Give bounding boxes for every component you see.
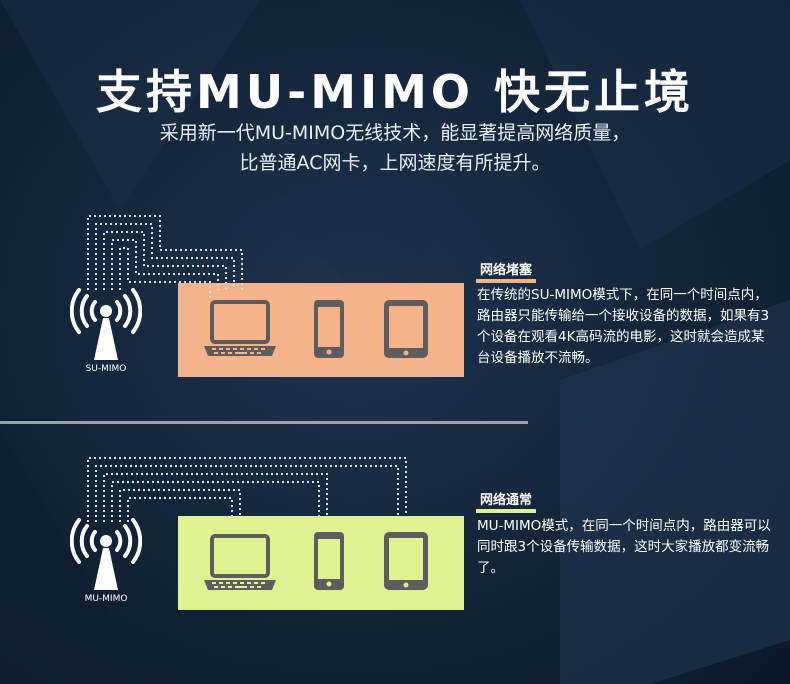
laptop-icon [204,300,276,356]
wifi-tower-icon [70,518,142,590]
phone-icon [314,532,344,590]
network-congestion-tag: 网络堵塞 [476,259,537,283]
mu-mimo-description: MU-MIMO模式，在同一个时间点内，路由器可以同时跟3个设备传输数据，这时大家… [477,518,771,576]
su-mimo-tower-label: SU-MIMO [85,364,127,374]
subtitle-line-2: 比普通AC网卡，上网速度有所提升。 [239,152,551,174]
network-smooth-tag: 网络通常 [476,489,537,513]
phone-icon [314,300,344,358]
page-subtitle: 采用新一代MU-MIMO无线技术，能显著提高网络质量， 比普通AC网卡，上网速度… [0,118,790,178]
page-title: 支持MU-MIMO 快无止境 [95,65,694,119]
laptop-icon [204,534,276,590]
tablet-icon [384,532,428,590]
tablet-icon [384,300,428,358]
wifi-tower-icon [70,288,142,360]
mu-mimo-tower-label: MU-MIMO [84,594,128,604]
section-divider [0,421,528,424]
subtitle-line-1: 采用新一代MU-MIMO无线技术，能显著提高网络质量， [159,122,631,144]
su-mimo-description: 在传统的SU-MIMO模式下，在同一个时间点内，路由器只能传输给一个接收设备的数… [477,287,770,366]
